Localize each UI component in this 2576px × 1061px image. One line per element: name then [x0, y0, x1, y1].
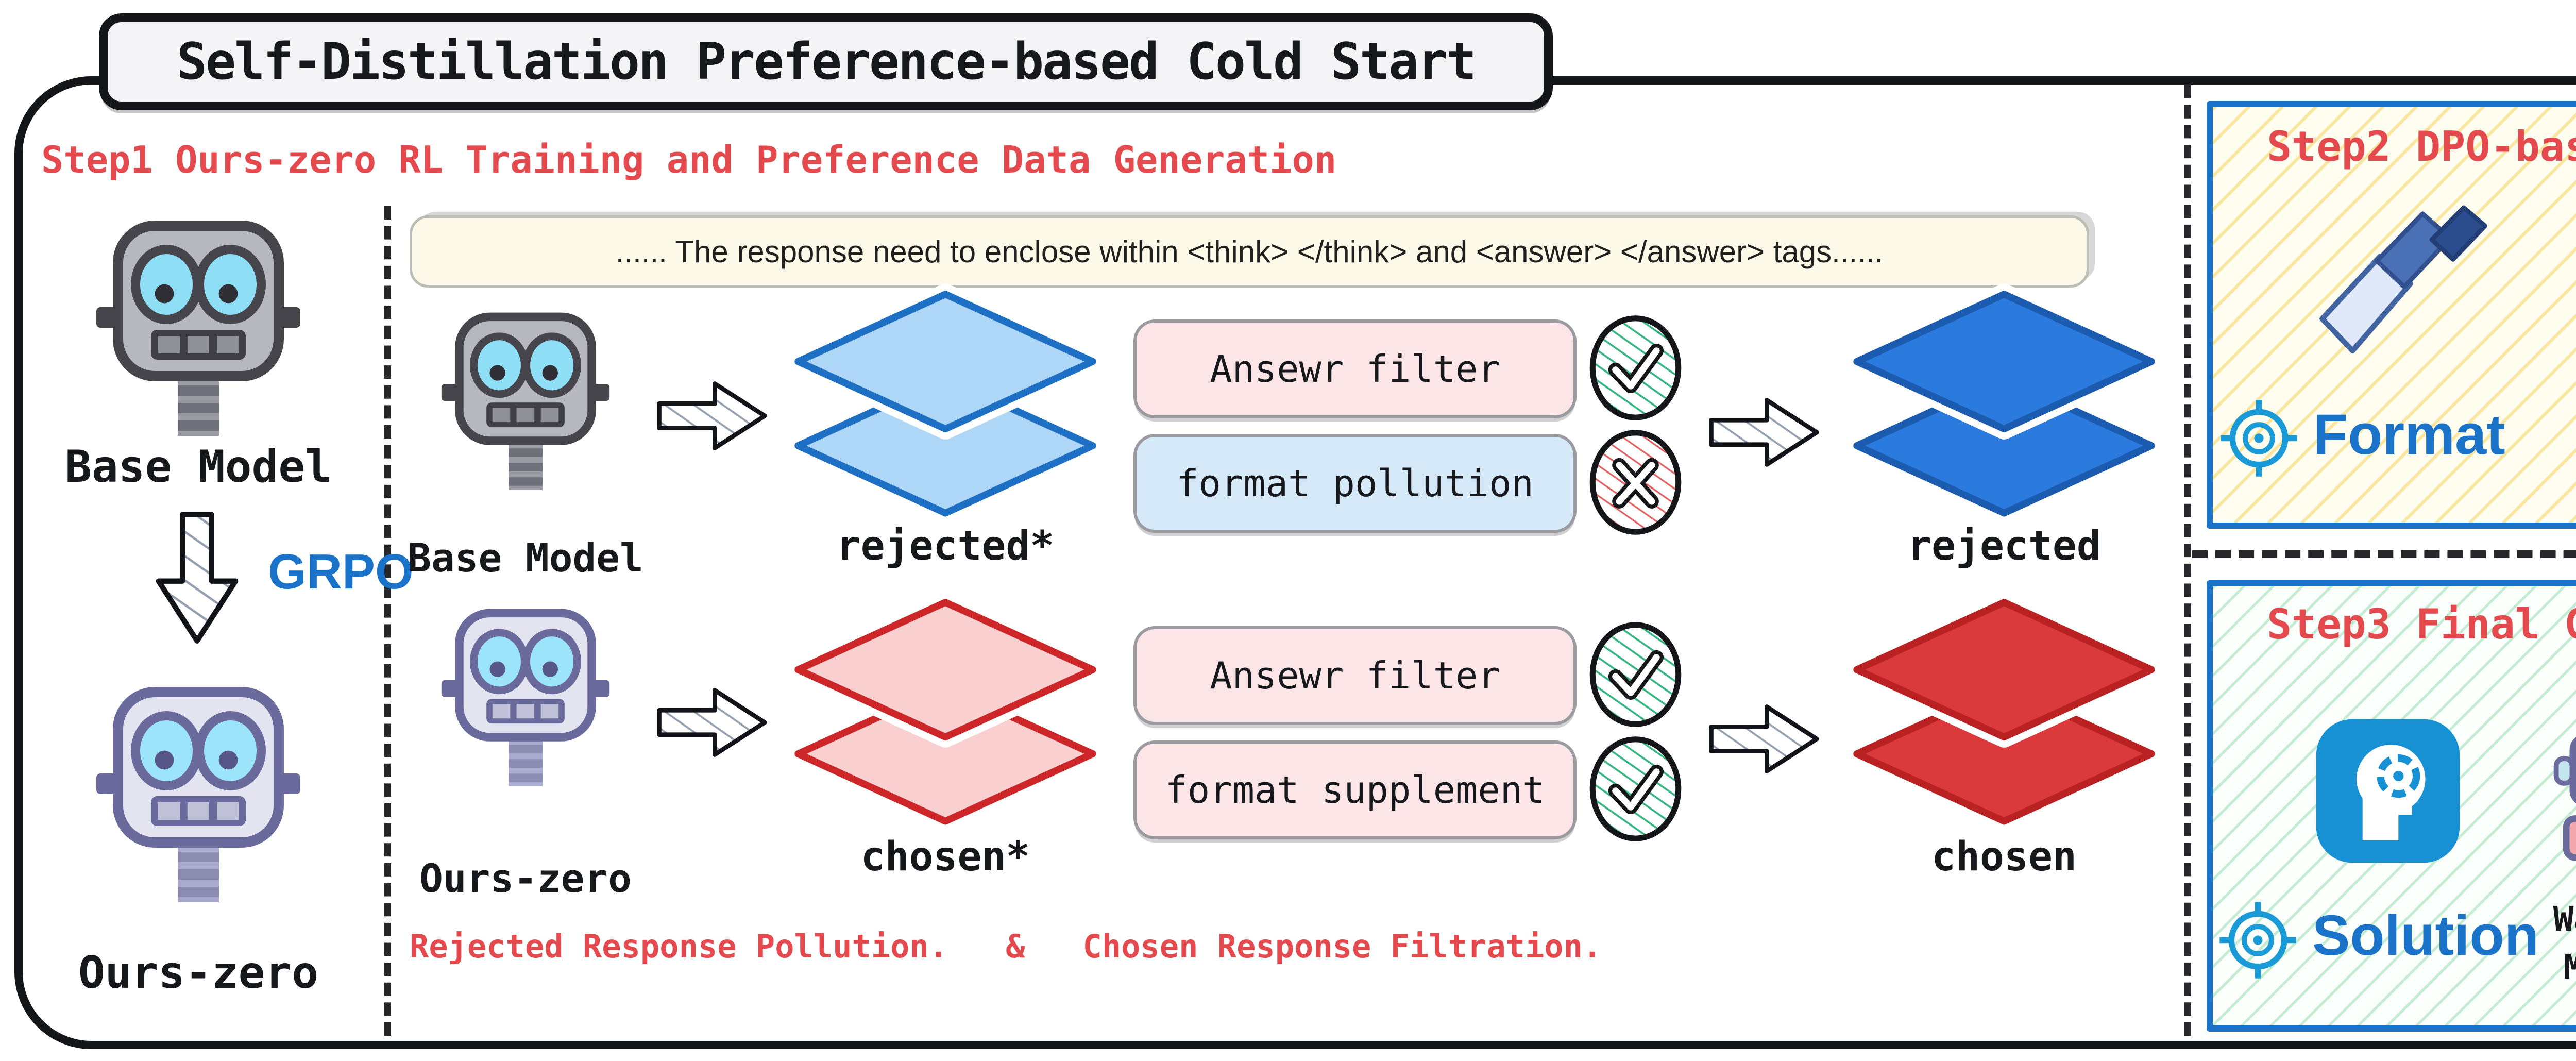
divider-left-middle — [384, 206, 391, 1036]
step1-footnote: Rejected Response Pollution. & Chosen Re… — [410, 928, 1602, 965]
row1-model-label: Base Model — [408, 535, 643, 581]
step3-warmup-model-label-1: Warmup — [2553, 899, 2576, 939]
chosen-star-label: chosen* — [860, 834, 1030, 880]
format-label: Format — [2313, 403, 2505, 466]
row2-answer-filter-box: Ansewr filter — [1133, 626, 1577, 725]
diagram-title-box: Self-Distillation Preference-based Cold … — [99, 13, 1553, 110]
row1-answer-filter-label: Ansewr filter — [1210, 347, 1500, 391]
row2-arrow-1-icon — [653, 687, 772, 758]
row1-arrow-2-icon — [1705, 397, 1824, 468]
row2-format-supplement-label: format supplement — [1165, 768, 1545, 812]
prompt-banner: ...... The response need to enclose with… — [410, 215, 2089, 288]
base-model-robot-icon — [95, 216, 301, 439]
solution-label: Solution — [2312, 904, 2539, 967]
grpo-label: GRPO — [268, 544, 414, 599]
rejected-star-label: rejected* — [836, 523, 1055, 569]
step1-heading: Step1 Ours-zero RL Training and Preferen… — [41, 138, 1337, 181]
step2-panel — [2207, 101, 2576, 529]
row1-filter2-cross-icon — [1588, 428, 1683, 537]
row2-filter1-check-icon — [1588, 620, 1683, 729]
rejected-star-stack-icon — [787, 283, 1104, 521]
chosen-label: chosen — [1931, 834, 2077, 880]
chosen-stack-icon — [1846, 592, 2162, 830]
base-model-label: Base Model — [65, 441, 332, 493]
row2-arrow-2-icon — [1705, 703, 1824, 774]
format-brush-icon — [2295, 205, 2535, 374]
divider-step2-step3 — [2192, 550, 2576, 558]
step2-heading: Step2 DPO-based Cold-Start — [2267, 123, 2576, 171]
row1-base-model-robot-icon — [440, 309, 611, 493]
ours-zero-robot-icon — [95, 683, 301, 905]
chosen-star-stack-icon — [787, 592, 1104, 830]
divider-middle-right — [2184, 85, 2191, 1036]
row1-format-pollution-box: format pollution — [1133, 434, 1577, 533]
diagram-title: Self-Distillation Preference-based Cold … — [176, 32, 1477, 91]
row2-ours-zero-robot-icon — [440, 605, 611, 789]
prompt-banner-text: ...... The response need to enclose with… — [615, 234, 1884, 269]
row2-model-label: Ours-zero — [419, 855, 632, 901]
ours-zero-label: Ours-zero — [78, 947, 318, 999]
row2-filter2-check-icon — [1588, 734, 1683, 844]
row1-answer-filter-box: Ansewr filter — [1133, 319, 1577, 418]
grpo-arrow-down-icon — [155, 490, 240, 667]
row1-format-pollution-label: format pollution — [1176, 462, 1534, 505]
row2-answer-filter-label: Ansewr filter — [1210, 654, 1500, 697]
format-target-icon — [2216, 396, 2301, 481]
solution-target-icon — [2215, 898, 2300, 983]
step3-warmup-model-robot-icon — [2543, 701, 2576, 863]
step3-warmup-model-label-2: Model — [2563, 947, 2576, 987]
row1-arrow-1-icon — [653, 380, 772, 451]
solution-head-gear-icon — [2313, 716, 2463, 866]
row2-format-supplement-box: format supplement — [1133, 740, 1577, 839]
rejected-stack-icon — [1846, 283, 2162, 521]
step3-heading: Step3 Final GRPO Fine-Tuning — [2267, 600, 2576, 648]
row1-filter1-check-icon — [1588, 313, 1683, 423]
rejected-label: rejected — [1907, 523, 2101, 569]
